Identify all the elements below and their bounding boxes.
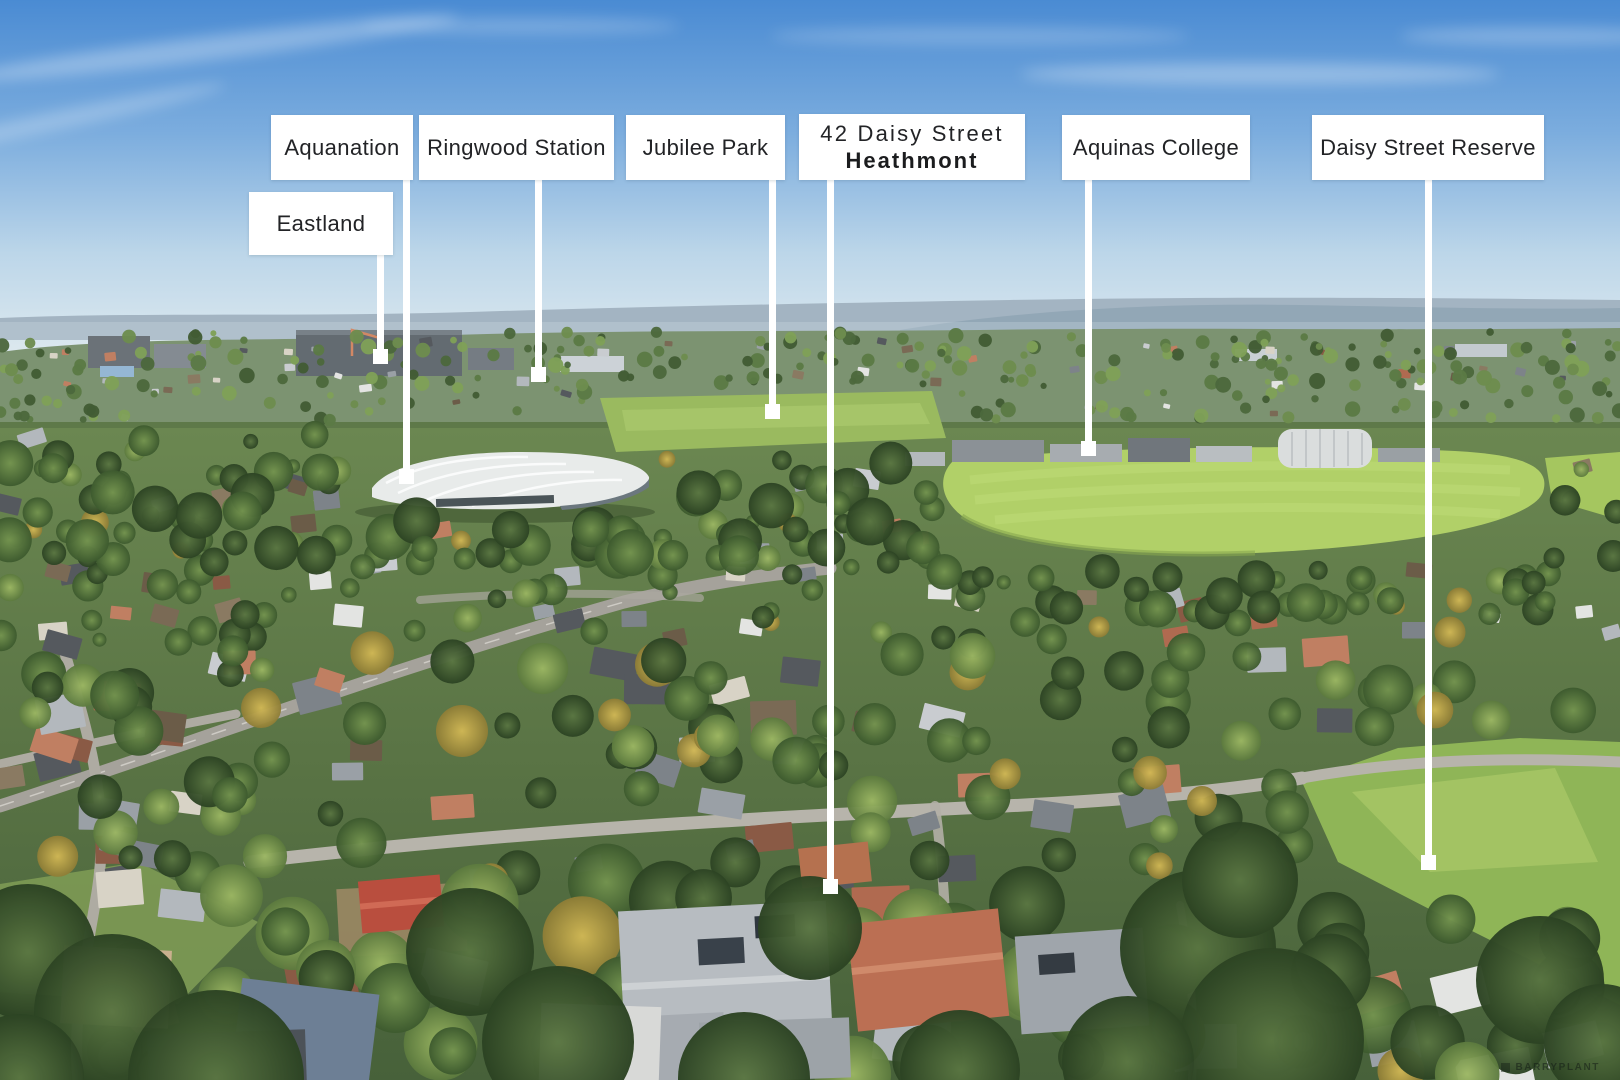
callout-box: Aquanation (271, 115, 413, 180)
callout-line (1085, 180, 1092, 442)
map-marker-icon (531, 367, 546, 382)
map-marker-icon (765, 404, 780, 419)
school-buildings (905, 429, 1440, 468)
callout-label: 42 Daisy Street (820, 121, 1004, 147)
brand-watermark: BARRYPLANT (1501, 1062, 1600, 1073)
callout-box: Aquinas College (1062, 115, 1250, 180)
callout-box: Jubilee Park (626, 115, 785, 180)
callout-label: Eastland (276, 210, 366, 236)
callout-line (769, 180, 776, 405)
callout-label: Ringwood Station (427, 134, 606, 160)
callout-line (827, 180, 834, 880)
brand-logo-icon (1501, 1063, 1511, 1072)
callout-line (377, 255, 384, 350)
brand-watermark-text: BARRYPLANT (1515, 1062, 1600, 1073)
callout-line (403, 180, 410, 469)
map-marker-icon (1081, 441, 1096, 456)
callout-line (1425, 180, 1432, 856)
map-marker-icon (1421, 855, 1436, 870)
map-marker-icon (399, 469, 414, 484)
map-marker-icon (373, 349, 388, 364)
callout-label: Aquinas College (1072, 134, 1240, 160)
callout-box: Daisy Street Reserve (1312, 115, 1544, 180)
callout-box: Ringwood Station (419, 115, 614, 180)
callout-line (535, 180, 542, 368)
callout-label: Jubilee Park (642, 134, 769, 160)
callout-box: Eastland (249, 192, 393, 255)
callout-label: Aquanation (284, 134, 400, 160)
callout-label: Daisy Street Reserve (1320, 134, 1536, 160)
foreground-trees (0, 822, 1620, 1080)
callout-box: 42 Daisy Street Heathmont (799, 114, 1025, 180)
callout-sublabel: Heathmont (845, 147, 979, 173)
map-marker-icon (823, 879, 838, 894)
